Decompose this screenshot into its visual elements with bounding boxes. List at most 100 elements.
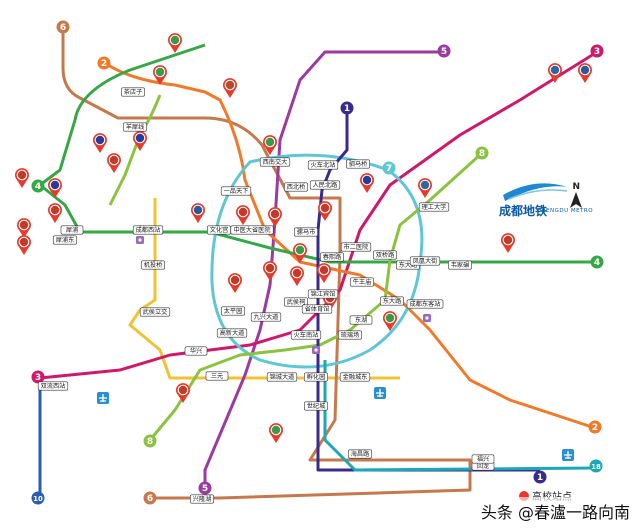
station-9[interactable]: 成都西站 [132, 225, 164, 235]
university-marker-icon[interactable] [360, 173, 374, 193]
university-marker-icon[interactable] [223, 78, 238, 98]
station-43[interactable]: 兴隆湖 [190, 494, 214, 504]
svg-text:4: 4 [35, 182, 41, 192]
station-14[interactable]: 双桥路 [373, 250, 397, 260]
svg-text:18: 18 [591, 463, 601, 471]
svg-text:7: 7 [386, 164, 392, 174]
university-marker-icon[interactable] [548, 63, 562, 83]
station-36[interactable]: 金融城东 [339, 372, 371, 382]
station-1[interactable]: 羊犀线 [123, 122, 147, 132]
station-33[interactable]: 华兴 [184, 346, 208, 356]
university-marker-icon[interactable] [236, 205, 250, 225]
line-badge-4: 4 [31, 179, 45, 193]
station-38[interactable]: 世纪城 [304, 401, 328, 411]
station-0[interactable]: 茶店子 [121, 87, 145, 97]
station-37[interactable]: 双流西站 [37, 381, 69, 391]
railway-station-icon [312, 346, 320, 354]
university-marker-icon[interactable] [15, 168, 29, 188]
line-badge-5: 5 [198, 481, 212, 495]
station-6[interactable]: 西北桥 [284, 182, 308, 192]
railway-station-icon [423, 314, 431, 322]
station-17[interactable]: 春熙路 [320, 252, 344, 262]
university-marker-icon[interactable] [267, 207, 282, 227]
university-marker-icon[interactable] [578, 63, 592, 83]
station-13[interactable]: 市二医院 [340, 242, 372, 252]
university-marker-icon[interactable] [48, 203, 63, 223]
station-21[interactable]: 武侯祠 [284, 297, 308, 307]
station-23[interactable]: 太平园 [221, 306, 245, 316]
station-7[interactable]: 人民北路 [309, 180, 341, 190]
station-29[interactable]: 高新大道 [216, 328, 248, 338]
university-marker-icon[interactable] [17, 218, 32, 238]
svg-text:5: 5 [202, 484, 208, 494]
station-11[interactable]: 中医大省医院 [230, 225, 274, 235]
station-label: 凤凰大街 [413, 257, 438, 265]
station-40[interactable]: 海昌路 [348, 449, 372, 459]
university-marker-icon[interactable] [228, 273, 243, 293]
station-28[interactable]: 武侯立交 [139, 307, 171, 317]
station-26[interactable]: 东大路 [380, 296, 404, 306]
station-27[interactable]: 成都东客站 [406, 299, 444, 309]
station-42[interactable]: 福兴 [471, 454, 495, 464]
station-2[interactable]: 西南交大 [259, 157, 291, 167]
station-12[interactable]: 骡马市 [294, 227, 318, 237]
university-marker-icon[interactable] [318, 201, 332, 221]
logo-wave-icon [503, 183, 567, 201]
university-marker-icon[interactable] [191, 203, 206, 223]
station-22[interactable]: 九兴大道 [250, 312, 282, 322]
station-35[interactable]: 孵化园 [304, 372, 328, 382]
line-badge-2: 2 [97, 56, 111, 70]
station-20[interactable]: 牛王庙 [350, 277, 374, 287]
university-marker-icon[interactable] [48, 178, 63, 198]
university-marker-icon[interactable] [17, 235, 32, 255]
station-44[interactable]: 韦家碾 [448, 260, 472, 270]
railway-station-icon [136, 236, 144, 244]
university-marker-icon[interactable] [383, 311, 398, 331]
university-marker-icon[interactable] [263, 135, 277, 155]
svg-text:3: 3 [35, 373, 41, 383]
university-marker-icon[interactable] [168, 33, 183, 53]
station-16[interactable]: 机投桥 [141, 260, 165, 270]
station-label: 华兴 [190, 347, 202, 355]
station-45[interactable]: 犀浦东 [53, 235, 77, 245]
station-19[interactable]: 锦江宾馆 [307, 289, 339, 299]
university-marker-icon[interactable] [290, 266, 305, 286]
svg-text:10: 10 [33, 495, 43, 503]
university-marker-icon[interactable] [269, 423, 283, 443]
station-25[interactable]: 东湖 [349, 315, 373, 325]
svg-text:8: 8 [147, 437, 153, 447]
station-31[interactable]: 琉璃场 [338, 330, 362, 340]
university-marker-icon[interactable] [317, 263, 331, 283]
station-30[interactable]: 火车南站 [290, 330, 322, 340]
station-label: 太平园 [224, 307, 243, 315]
station-5[interactable]: 一品天下 [220, 186, 252, 196]
station-8[interactable]: 理工大学 [418, 202, 450, 212]
station-label: 世纪城 [307, 402, 326, 410]
north-arrow: N [570, 182, 582, 208]
station-label: 西北桥 [287, 183, 306, 191]
university-marker-icon[interactable] [293, 243, 308, 263]
station-39[interactable]: 凤凰大街 [409, 256, 441, 266]
station-34[interactable]: 锦城大道 [266, 372, 298, 382]
university-marker-icon[interactable] [176, 383, 191, 403]
station-label: 孵化园 [307, 373, 326, 381]
university-marker-icon[interactable] [501, 233, 515, 253]
university-marker-icon[interactable] [93, 133, 107, 153]
university-marker-icon[interactable] [153, 65, 168, 85]
university-markers [15, 33, 592, 443]
station-32[interactable]: 三元 [205, 371, 229, 381]
station-3[interactable]: 火车北站 [307, 160, 339, 170]
station-24[interactable]: 省体育馆 [301, 304, 333, 314]
line-1 [316, 108, 540, 472]
station-label: 机投桥 [144, 261, 163, 269]
station-10[interactable]: 文化宫 [207, 225, 231, 235]
university-marker-icon[interactable] [263, 261, 277, 281]
station-15[interactable]: 犀浦 [60, 225, 84, 235]
university-marker-icon[interactable] [133, 131, 147, 151]
station-4[interactable]: 驷马桥 [346, 159, 370, 169]
university-marker-icon[interactable] [107, 153, 121, 173]
station-label: 羊犀线 [126, 123, 145, 131]
university-marker-icon[interactable] [418, 178, 433, 198]
station-labels: 茶店子羊犀线西南交大 火车北站驷马桥一品天下 西北桥人民北路理工大学成都西站 文化宫中… [37, 87, 495, 504]
